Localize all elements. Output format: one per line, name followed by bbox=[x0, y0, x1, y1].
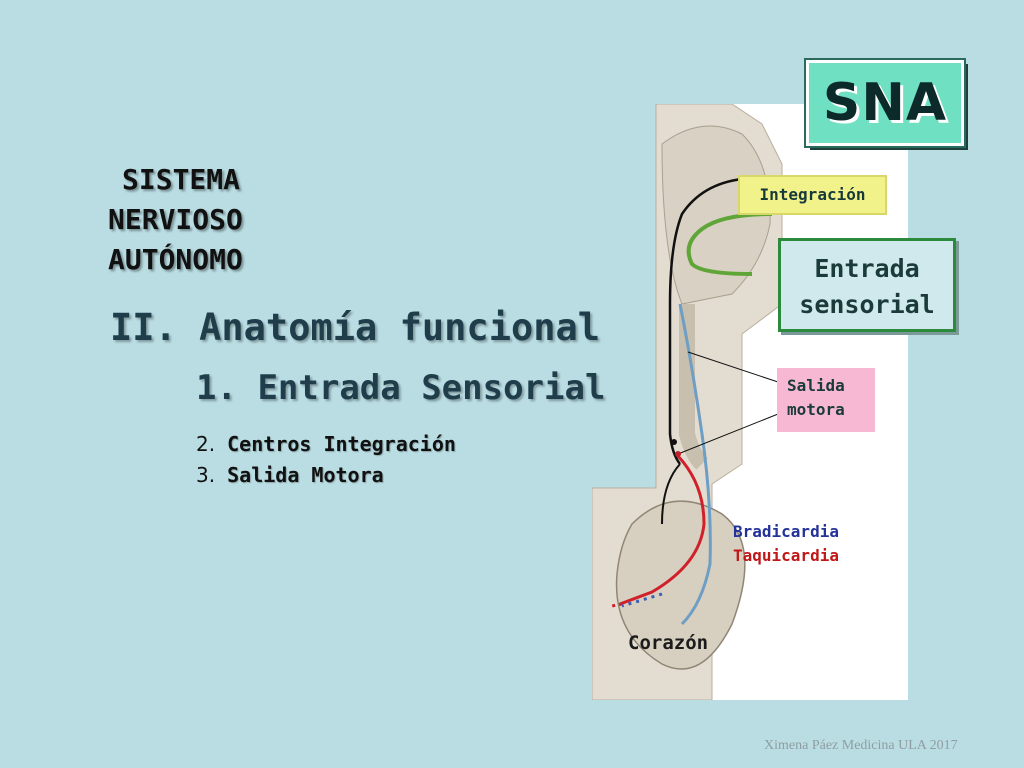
sensory-pathway bbox=[678, 303, 712, 626]
salida-connector-1 bbox=[687, 351, 779, 383]
title-line-1: SISTEMA bbox=[122, 163, 241, 196]
entrada-line-1: Entrada bbox=[814, 254, 920, 283]
item-1-text: Entrada Sensorial bbox=[257, 368, 606, 408]
credit-footer: Ximena Páez Medicina ULA 2017 bbox=[764, 738, 958, 753]
list-item-3: 3. Salida Motora bbox=[196, 463, 384, 487]
salida-line-1: Salida bbox=[787, 376, 845, 395]
item-2-number: 2. bbox=[196, 432, 216, 456]
salida-motora-label: Salida motora bbox=[777, 368, 875, 432]
list-item-1: 1. Entrada Sensorial bbox=[196, 368, 605, 408]
item-3-text: Salida Motora bbox=[227, 463, 384, 487]
title-line-2: NERVIOSO bbox=[108, 203, 243, 236]
bradicardia-label: Bradicardia bbox=[733, 522, 839, 541]
salida-connector-2 bbox=[677, 413, 779, 455]
motor-pathway bbox=[668, 177, 743, 465]
entrada-sensorial-box: Entrada sensorial bbox=[778, 238, 956, 332]
section-heading: II. Anatomía funcional bbox=[110, 306, 601, 349]
corazon-label: Corazón bbox=[628, 632, 709, 654]
salida-line-2: motora bbox=[787, 400, 845, 419]
item-3-number: 3. bbox=[196, 463, 216, 487]
brainstem bbox=[679, 304, 708, 470]
motor-branch bbox=[661, 463, 681, 525]
slide-title: SISTEMA NERVIOSO AUTÓNOMO bbox=[108, 160, 243, 280]
integracion-label: Integración bbox=[738, 175, 887, 215]
parasympathetic-dots bbox=[621, 592, 663, 608]
integration-path bbox=[686, 212, 773, 276]
sympathetic-path bbox=[619, 454, 706, 606]
list-item-2: 2. Centros Integración bbox=[196, 432, 456, 456]
item-2-text: Centros Integración bbox=[227, 432, 456, 456]
title-line-3: AUTÓNOMO bbox=[108, 243, 243, 276]
entrada-line-2: sensorial bbox=[799, 290, 935, 319]
item-1-number: 1. bbox=[196, 368, 237, 408]
sna-badge: SNA bbox=[804, 58, 966, 148]
taquicardia-label: Taquicardia bbox=[733, 546, 839, 565]
